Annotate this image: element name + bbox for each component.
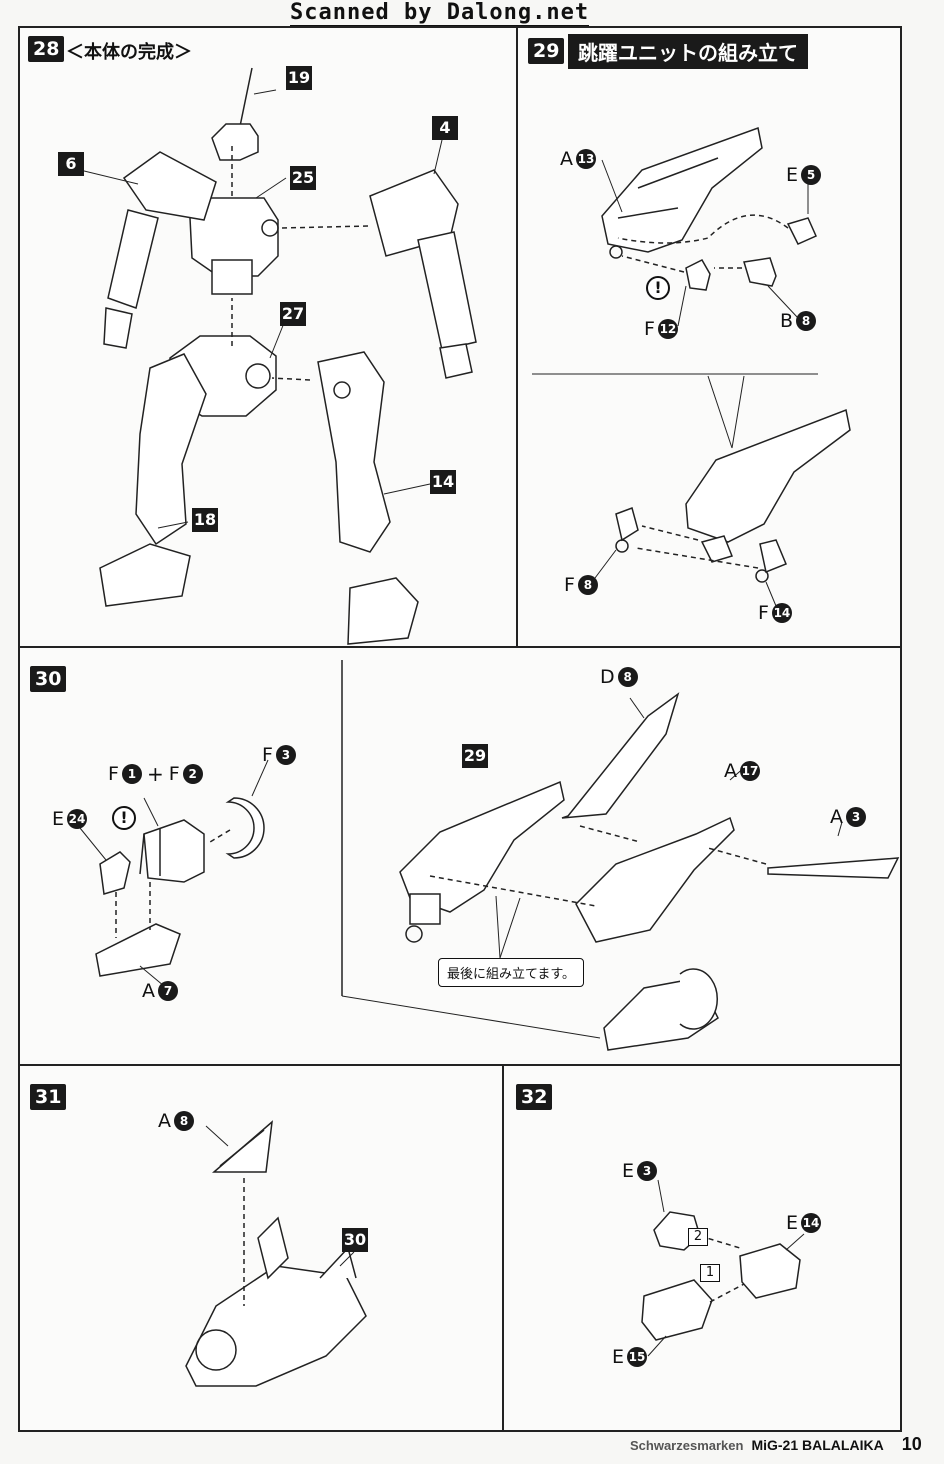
page-footer: Schwarzesmarken MiG-21 BALALAIKA 10 xyxy=(630,1434,922,1455)
part-tag-27: 27 xyxy=(280,302,306,326)
right-arm-part xyxy=(369,169,477,379)
head-part xyxy=(211,67,259,161)
step-title: 跳躍ユニットの組み立て xyxy=(568,34,808,69)
series-name: Schwarzesmarken xyxy=(630,1438,744,1453)
left-arm-part xyxy=(103,151,217,349)
watermark: Scanned by Dalong.net xyxy=(290,0,590,28)
part-tag-14: 14 xyxy=(430,470,456,494)
order-marker-1: 1 xyxy=(700,1264,720,1282)
torso-part xyxy=(189,197,279,295)
part-tag-4: 4 xyxy=(432,116,458,140)
part-tag-19: 19 xyxy=(286,66,312,90)
step-30-illustration xyxy=(79,660,900,1051)
part-tag-30: 30 xyxy=(342,1228,368,1252)
part-tag-25: 25 xyxy=(290,166,316,190)
step-29-panel: 29 跳躍ユニットの組み立て xyxy=(516,26,902,648)
page-number: 10 xyxy=(901,1434,922,1454)
step-31-illustration xyxy=(185,1120,367,1387)
right-leg-part xyxy=(317,351,419,645)
step-number: 32 xyxy=(516,1084,553,1110)
step-number: 30 xyxy=(30,666,67,692)
step-title: ＜本体の完成＞ xyxy=(66,42,192,63)
part-tag-6: 6 xyxy=(58,152,84,176)
order-marker-2: 2 xyxy=(688,1228,708,1246)
step-28-panel: 28 ＜本体の完成＞ xyxy=(18,26,518,648)
part-tag-29: 29 xyxy=(462,744,488,768)
warning-icon: ! xyxy=(112,806,136,830)
model-name: MiG-21 BALALAIKA xyxy=(751,1437,884,1453)
step-number: 29 xyxy=(528,38,565,64)
left-leg-part xyxy=(99,353,207,607)
leader-lines xyxy=(79,89,443,529)
step-28-illustration xyxy=(79,67,477,645)
assembly-note: 最後に組み立てます。 xyxy=(438,958,585,987)
step-number: 31 xyxy=(30,1084,67,1110)
step-number: 28 xyxy=(28,36,65,62)
step-32-illustration xyxy=(641,1179,805,1357)
step-30-panel: 30 xyxy=(18,646,902,1066)
assembly-arrows xyxy=(231,146,369,381)
part-tag-18: 18 xyxy=(192,508,218,532)
warning-icon: ! xyxy=(646,276,670,300)
step-29-illustration xyxy=(532,126,851,607)
